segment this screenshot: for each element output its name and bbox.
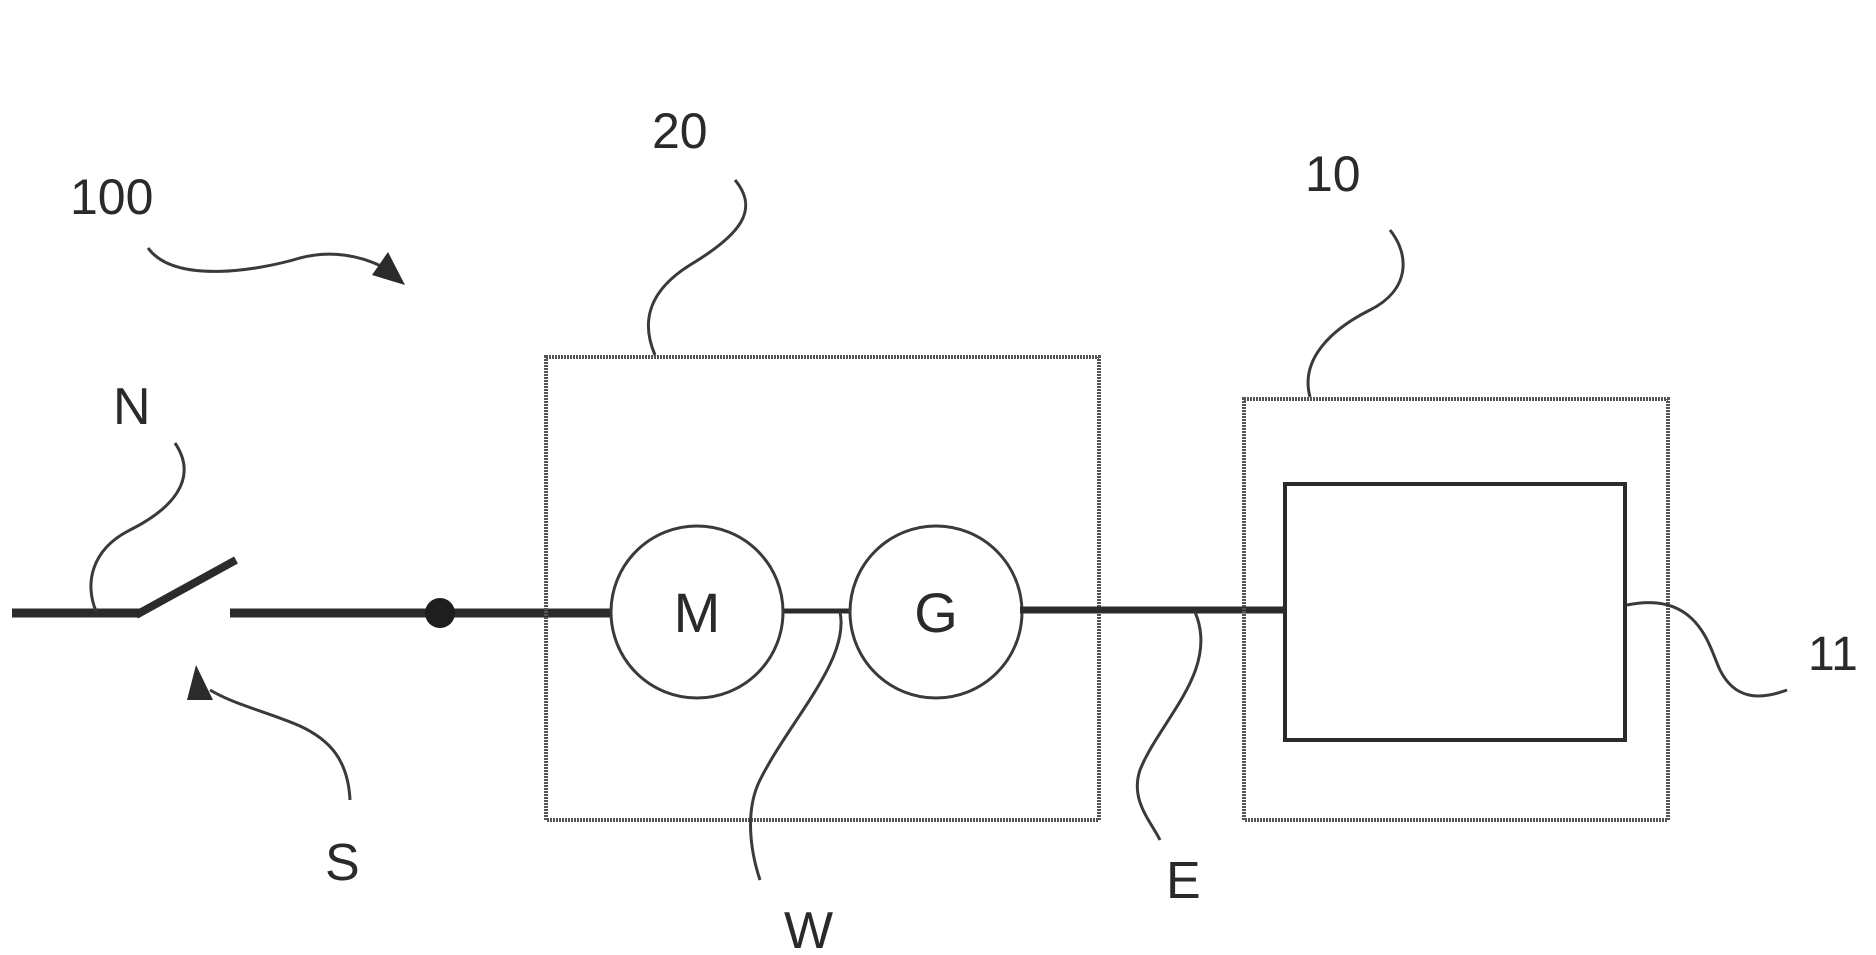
drive-unit-label: 20: [652, 103, 708, 159]
device-box: [1244, 399, 1668, 820]
system-label: 100: [70, 169, 153, 225]
device-label: 10: [1305, 146, 1361, 202]
energy-line-leader: [1137, 612, 1201, 840]
motor-label: M: [674, 581, 721, 644]
switch-reference-arrow: [210, 690, 350, 800]
system-reference-arrow: [148, 248, 385, 271]
inner-module-box: [1285, 484, 1625, 740]
drive-unit-leader: [648, 180, 745, 355]
junction-node: [425, 598, 455, 628]
switch-blade: [136, 560, 236, 615]
network-label: N: [113, 378, 151, 436]
network-leader: [91, 443, 184, 611]
switch-arrowhead: [187, 665, 213, 700]
system-arrowhead: [372, 252, 405, 285]
energy-line-label: E: [1166, 852, 1201, 910]
inner-module-leader: [1627, 603, 1787, 696]
shaft-label: W: [784, 902, 833, 955]
inner-module-label: 11: [1808, 628, 1858, 681]
switch-label: S: [325, 834, 360, 892]
generator-label: G: [914, 581, 958, 644]
device-leader: [1308, 230, 1403, 397]
